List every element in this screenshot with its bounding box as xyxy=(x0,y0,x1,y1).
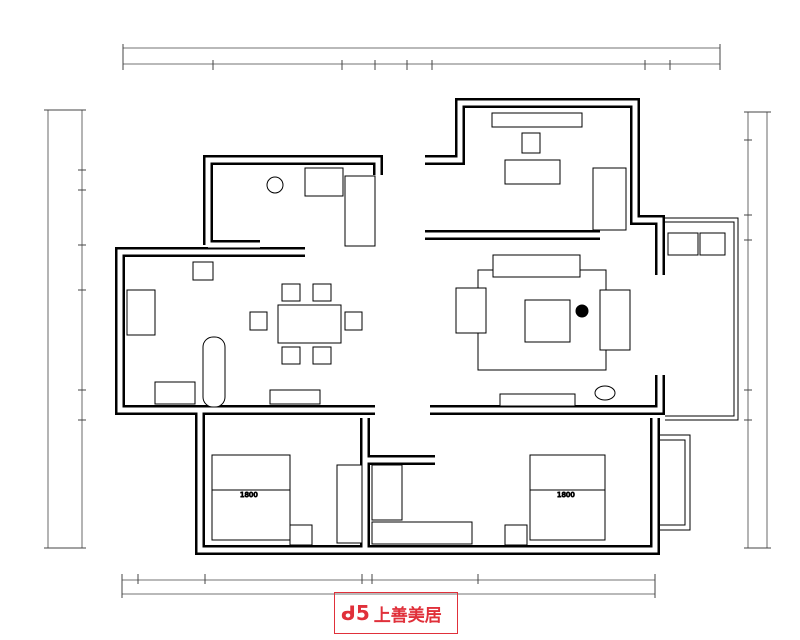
nightstand-left xyxy=(289,524,313,546)
brand-name: 上善美居 xyxy=(373,605,442,626)
study-table xyxy=(504,159,561,185)
study-chair xyxy=(521,132,541,154)
bath-vanity xyxy=(667,232,699,256)
washer xyxy=(699,232,726,256)
study-sofa xyxy=(592,167,627,231)
coffee-table xyxy=(524,299,571,343)
wardrobe-bottom xyxy=(371,521,473,545)
bathroom-basin xyxy=(304,167,344,197)
tv-cabinet xyxy=(499,393,576,407)
dining-chairs xyxy=(249,283,363,365)
stove xyxy=(154,381,196,405)
sofa-right xyxy=(599,289,631,351)
dining-table xyxy=(277,304,342,344)
bed-right-label: 1800 xyxy=(557,491,575,499)
plant xyxy=(594,385,616,401)
study-desk xyxy=(491,112,583,128)
fridge xyxy=(192,261,214,281)
wardrobe-bath xyxy=(344,175,376,247)
sideboard xyxy=(269,389,321,405)
main-sofa xyxy=(492,254,581,278)
kitchen-column xyxy=(202,336,226,408)
furniture: 1800 1800 xyxy=(126,112,726,546)
bed-left-label: 1800 xyxy=(240,491,258,499)
kitchen-counter xyxy=(126,289,156,336)
brand-mark-icon: ᑯ5 xyxy=(341,601,370,625)
armchair-left xyxy=(455,287,487,334)
walls xyxy=(115,98,665,555)
nightstand-right xyxy=(504,524,528,546)
dimension-lines xyxy=(44,44,771,598)
brand-logo: ᑯ5 上善美居 xyxy=(334,592,458,634)
bed-left xyxy=(211,454,291,541)
wardrobe-left xyxy=(336,464,363,544)
wardrobe-mid xyxy=(371,464,403,521)
side-table xyxy=(575,304,589,318)
balcony xyxy=(660,217,739,531)
toilet xyxy=(266,176,284,194)
bed-right xyxy=(529,454,606,541)
